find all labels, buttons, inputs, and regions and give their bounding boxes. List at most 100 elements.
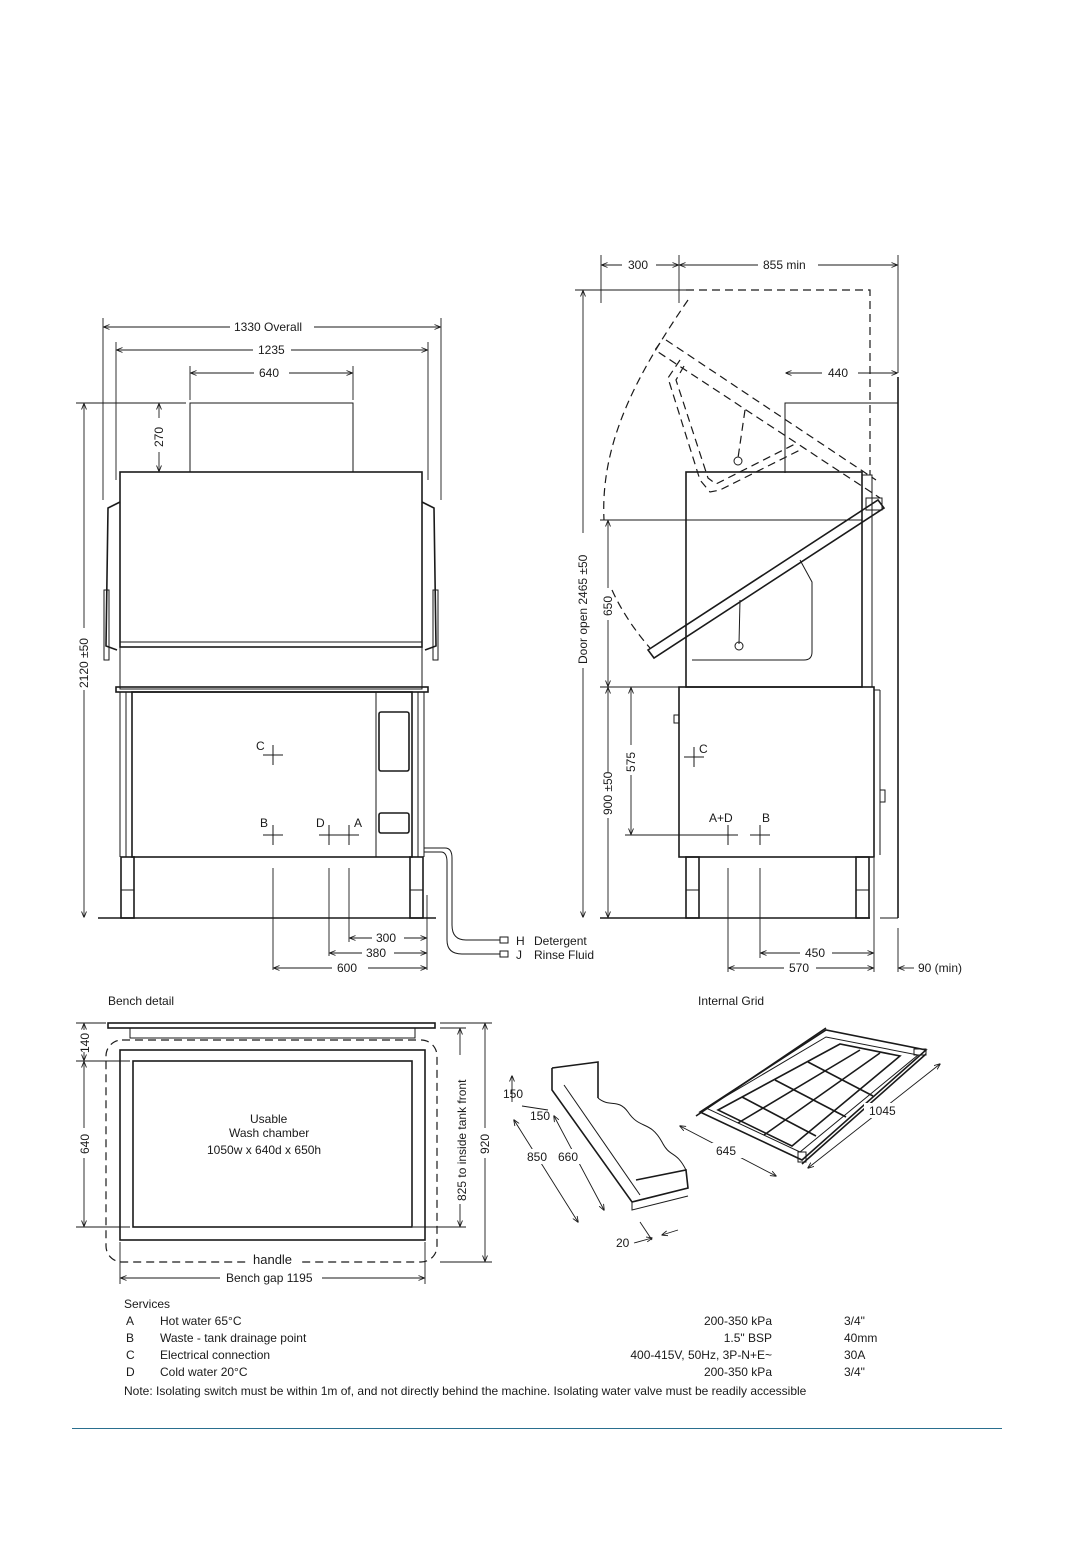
side-dim-90: 90 (min)	[918, 961, 962, 975]
service-size: 40mm	[844, 1331, 878, 1345]
front-hose-j	[424, 851, 500, 955]
service-code: B	[126, 1331, 135, 1345]
side-dim-650: 650	[601, 596, 615, 616]
side-conn-c-cross	[684, 747, 704, 767]
bench-gap-label: Bench gap 1195	[226, 1271, 313, 1285]
front-dim-300: 300	[376, 931, 396, 945]
side-door-arc-bottom	[611, 589, 651, 649]
front-upper-body	[119, 471, 423, 648]
bench-dim-825: 825 to inside tank front	[455, 1079, 469, 1201]
side-dim-450: 450	[805, 946, 825, 960]
service-row-c: C Electrical connection 400-415V, 50Hz, …	[124, 1347, 924, 1364]
service-row-a: A Hot water 65°C 200-350 kPa 3/4"	[124, 1313, 924, 1330]
front-hose-h	[424, 847, 500, 941]
front-conn-d-cross	[319, 825, 339, 845]
front-right-handle	[421, 501, 437, 651]
front-dim-270: 270	[152, 427, 166, 447]
service-row-d: D Cold water 20°C 200-350 kPa 3/4"	[124, 1364, 924, 1381]
shelf-dim-150b: 150	[530, 1109, 550, 1123]
service-spec: 200-350 kPa	[703, 1365, 772, 1379]
service-name: Waste - tank drainage point	[160, 1331, 307, 1345]
bench-dim-640: 640	[78, 1134, 92, 1154]
shelf-dim-150a: 150	[503, 1087, 523, 1101]
side-conn-b-cross	[750, 825, 770, 845]
shelf-detail: 150 150 850 660 20	[503, 1061, 689, 1250]
side-dim-570: 570	[789, 961, 809, 975]
side-door-lever	[646, 498, 886, 660]
hose-h-label: Detergent	[534, 934, 587, 948]
front-dim-1330: 1330 Overall	[234, 320, 302, 334]
bench-detail: Bench detail Usable Wash chamber 1050w x…	[76, 994, 492, 1285]
grid-dim-1045: 1045	[869, 1104, 896, 1118]
service-name: Cold water 20°C	[160, 1365, 248, 1379]
front-cabinet	[131, 691, 413, 858]
footer-rule	[72, 1428, 1002, 1429]
shelf-outline	[551, 1068, 689, 1203]
front-dim-2120: 2120 ±50	[77, 638, 91, 688]
front-display-panel	[378, 711, 410, 772]
side-dim-door-open: Door open 2465 ±50	[576, 554, 590, 664]
side-dim-855: 855 min	[763, 258, 806, 272]
front-conn-c-label: C	[256, 739, 265, 753]
side-dim-900: 900 ±50	[601, 771, 615, 815]
side-cabinet	[678, 686, 875, 858]
services-table: Services A Hot water 65°C 200-350 kPa 3/…	[124, 1296, 924, 1400]
service-size: 3/4"	[844, 1314, 865, 1328]
front-left-handle	[105, 501, 121, 651]
shelf-dim-20: 20	[616, 1236, 630, 1250]
side-conn-ad-cross	[718, 825, 738, 845]
front-conn-d-label: D	[316, 816, 325, 830]
front-conn-b-label: B	[260, 816, 268, 830]
service-size: 30A	[844, 1348, 866, 1362]
front-conn-a-cross	[339, 825, 359, 845]
bench-detail-title: Bench detail	[108, 994, 174, 1008]
side-conn-ad-label: A+D	[709, 811, 733, 825]
wash-chamber-label: Wash chamber	[229, 1126, 309, 1140]
usable-label: Usable	[250, 1112, 288, 1126]
service-code: D	[126, 1365, 135, 1379]
internal-grid: Internal Grid 1045 645	[680, 994, 940, 1176]
side-dim-440: 440	[828, 366, 848, 380]
service-spec: 200-350 kPa	[703, 1314, 772, 1328]
chamber-size-label: 1050w x 640d x 650h	[207, 1143, 321, 1157]
bench-dim-920: 920	[478, 1134, 492, 1154]
side-conn-b-label: B	[762, 811, 770, 825]
service-code: C	[126, 1348, 135, 1362]
front-conn-c-cross	[263, 745, 283, 765]
service-row-b: B Waste - tank drainage point 1.5" BSP 4…	[124, 1330, 924, 1347]
side-dim-300: 300	[628, 258, 648, 272]
services-title: Services	[124, 1297, 171, 1311]
services-note: Note: Isolating switch must be within 1m…	[124, 1384, 807, 1398]
side-dim-575: 575	[624, 752, 638, 772]
bench-dim-140: 140	[78, 1033, 92, 1053]
side-conn-c-label: C	[699, 742, 708, 756]
service-name: Hot water 65°C	[160, 1314, 242, 1328]
side-hood-open-outline	[686, 289, 871, 475]
hose-j-label: Rinse Fluid	[534, 948, 594, 962]
service-spec: 400-415V, 50Hz, 3P-N+E~	[630, 1348, 772, 1362]
service-code: A	[126, 1314, 135, 1328]
side-view: C A+D B 300 855 min 440 Door open 2465 ±…	[575, 255, 962, 975]
front-hood-box	[189, 402, 354, 473]
service-spec: 1.5" BSP	[723, 1331, 772, 1345]
grid-dim-645: 645	[716, 1144, 736, 1158]
shelf-dim-850: 850	[527, 1150, 547, 1164]
service-name: Electrical connection	[160, 1348, 271, 1362]
hose-h-code: H	[516, 934, 525, 948]
hose-j-code: J	[516, 948, 522, 962]
front-conn-b-cross	[263, 825, 283, 845]
shelf-dim-660: 660	[558, 1150, 578, 1164]
front-dim-380: 380	[366, 946, 386, 960]
front-dim-1235: 1235	[258, 343, 285, 357]
internal-grid-title: Internal Grid	[698, 994, 764, 1008]
bench-outer-rect	[119, 1049, 426, 1241]
bench-top-rail	[107, 1022, 436, 1029]
front-view: C B D A H Detergent J Rinse Fluid 1330 O…	[76, 318, 594, 975]
handle-label: handle	[253, 1252, 292, 1267]
bench-dashed-outline	[105, 1039, 438, 1263]
wash-chamber-rect	[132, 1060, 413, 1228]
side-rack-closed	[692, 559, 813, 661]
service-size: 3/4"	[844, 1365, 865, 1379]
front-switch-panel	[378, 812, 410, 834]
